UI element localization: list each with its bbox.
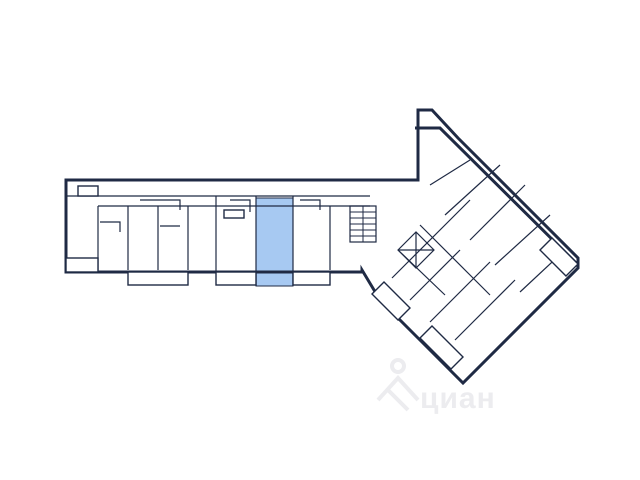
cian-logo-icon <box>376 358 420 412</box>
staircase <box>349 205 377 243</box>
elevator-shaft <box>397 231 435 269</box>
watermark-text: циан <box>420 382 496 415</box>
balconies <box>65 185 579 370</box>
west-wing <box>64 108 580 386</box>
east-wing <box>391 126 580 341</box>
